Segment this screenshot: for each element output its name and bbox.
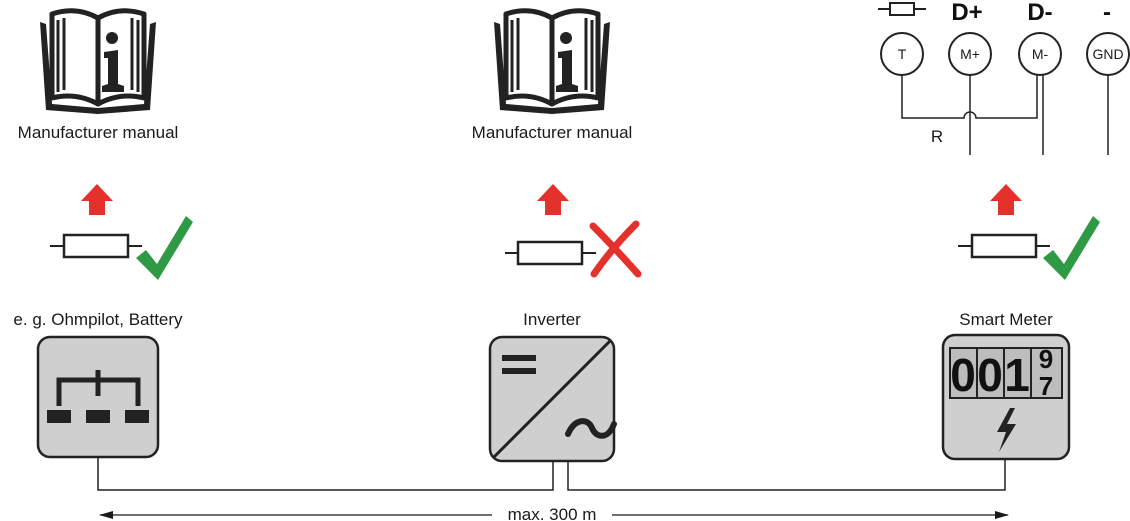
network-icon [47,370,149,423]
terminal-gnd-label: GND [1092,46,1123,62]
inverter-dc-ac-icon [492,339,617,459]
arrow-up-icon [537,184,569,215]
svg-text:7: 7 [1039,371,1053,401]
manual-label-ohmpilot: Manufacturer manual [18,123,179,142]
header-d-plus: D+ [951,0,982,26]
device-label-ohmpilot: e. g. Ohmpilot, Battery [13,310,183,329]
resistor-icon [50,233,142,259]
bus-cable-left [97,457,554,491]
device-label-inverter: Inverter [523,310,581,329]
svg-text:9: 9 [1039,344,1053,374]
lightning-icon [997,408,1016,452]
terminal-m-minus [1018,32,1062,76]
terminal-block: D+ D- - T M+ M- GND R [878,0,1130,155]
arrow-up-icon [990,184,1022,215]
bus-cable-right [567,459,1006,491]
resistor-label: R [931,127,943,146]
distance-label: max. 300 m [508,505,597,521]
checkmark-icon [136,216,193,280]
meter-digit-2: 0 [977,349,1003,401]
checkmark-icon [1043,216,1100,280]
cross-icon [589,220,642,278]
device-label-smart-meter: Smart Meter [959,310,1053,329]
resistor-icon [958,233,1050,259]
resistor-icon [505,240,596,266]
terminal-m-plus-label: M+ [960,46,980,62]
terminal-m-minus-label: M- [1032,46,1049,62]
device-smart-meter: 0 0 1 9 7 [941,333,1071,461]
device-inverter [488,335,617,463]
meter-digit-3: 1 [1004,349,1030,401]
terminal-t-label: T [898,46,907,62]
arrow-up-icon [81,184,113,215]
meter-rolling-digit: 9 7 [1039,344,1053,401]
header-d-minus: D- [1027,0,1052,26]
book-info-icon [494,8,610,114]
meter-digit-1: 0 [950,349,976,401]
resistor-icon [878,2,926,16]
manual-label-inverter: Manufacturer manual [472,123,633,142]
device-ohmpilot [36,335,160,459]
book-info-icon [40,8,156,114]
header-gnd: - [1103,0,1111,26]
